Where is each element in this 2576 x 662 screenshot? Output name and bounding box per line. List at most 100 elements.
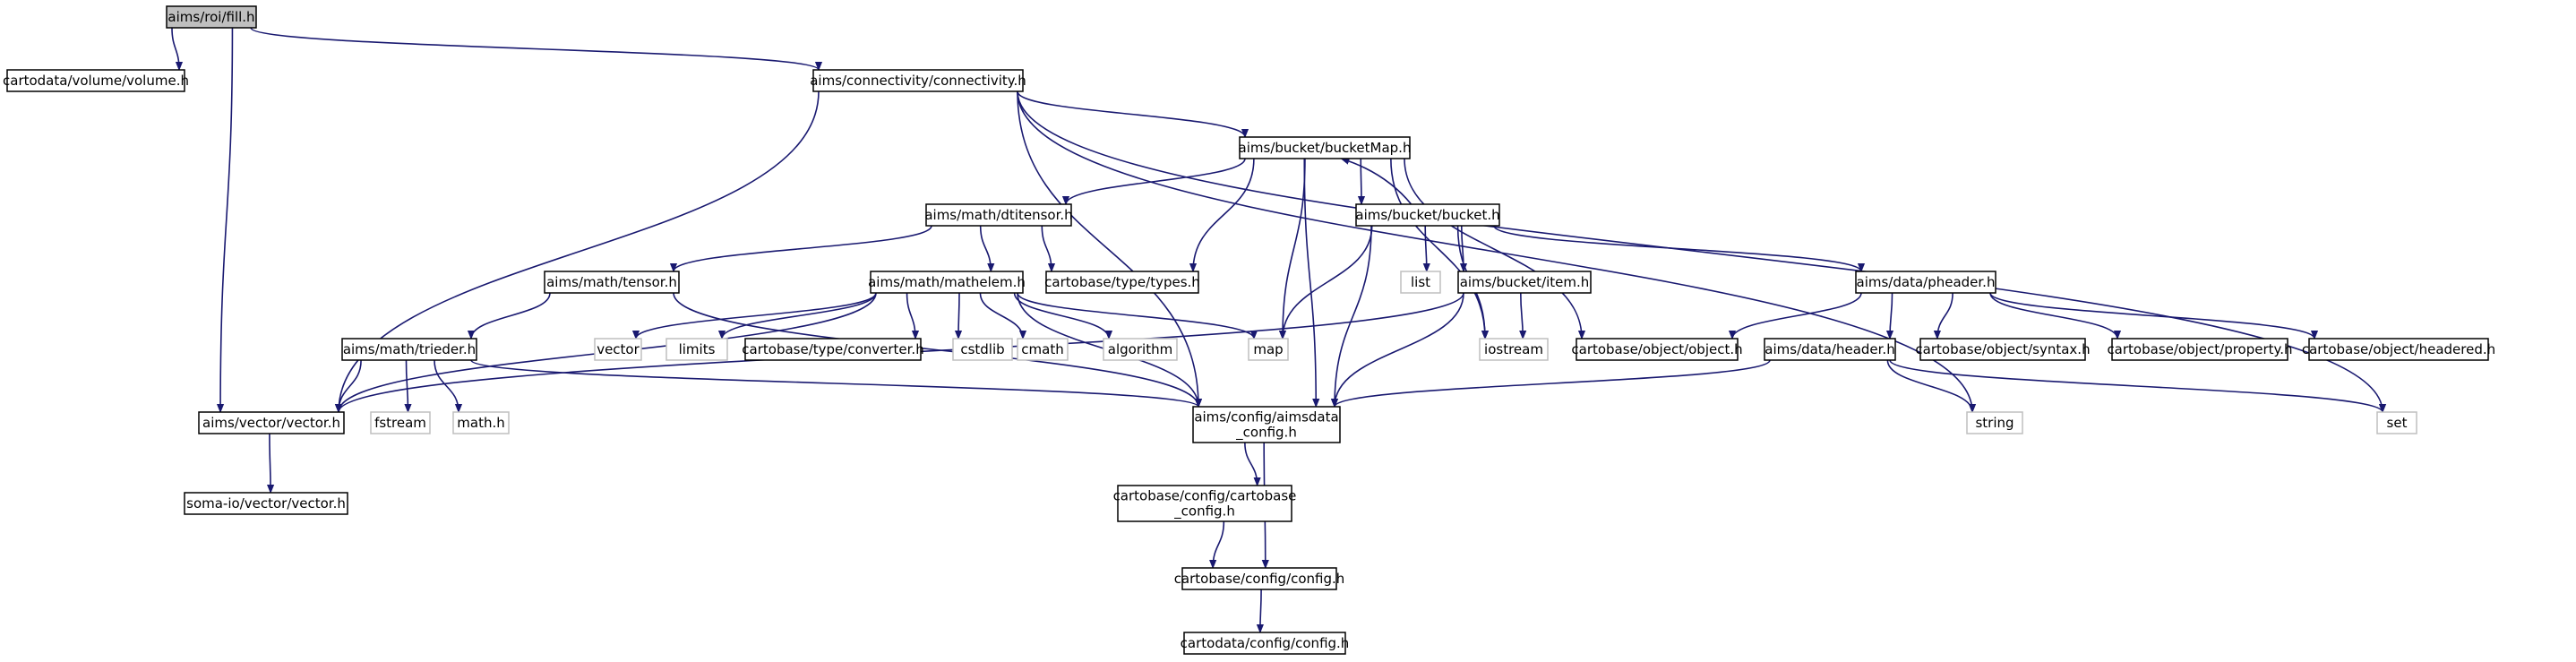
node-somavector-box (184, 492, 348, 515)
edge-header-to-aimsdata_config (1335, 359, 1771, 408)
node-cartodata_config-box (1183, 632, 1346, 655)
node-cstdlib: cstdlib (952, 338, 1013, 361)
node-mathh: math.h (452, 411, 510, 434)
node-pheader[interactable]: aims/data/pheader.h (1855, 271, 1996, 294)
node-config-label: cartobase/config/config.h (1174, 571, 1345, 587)
node-bucket-box (1355, 203, 1500, 227)
node-set-label: set (2387, 415, 2408, 431)
node-cartobase_config[interactable]: cartobase/config/cartobase_config.h (1113, 485, 1297, 522)
node-connectivity[interactable]: aims/connectivity/connectivity.h (810, 69, 1026, 92)
node-cmath-box (1017, 338, 1069, 361)
node-fill[interactable]: aims/roi/fill.h (166, 5, 257, 29)
edge-mathelem-to-vector (636, 292, 877, 340)
node-aimsdata_config-label: _config.h (1235, 425, 1297, 442)
edge-mathelem-to-limits (722, 292, 877, 340)
node-syntax-box (1919, 338, 2086, 361)
node-map-box (1248, 338, 1289, 361)
edge-bucket-to-list (1425, 225, 1427, 271)
edge-item-to-iostream (1521, 292, 1523, 339)
node-cartobase_config-box (1117, 485, 1292, 522)
node-converter[interactable]: cartobase/type/converter.h (742, 338, 924, 361)
edge-mathelem-to-cmath (979, 292, 1023, 340)
node-types[interactable]: cartobase/type/types.h (1044, 271, 1200, 294)
edge-bucketMap-to-dtitensor (1066, 158, 1246, 205)
node-cartobase_config-label: cartobase/config/cartobase (1113, 488, 1297, 504)
node-limits: limits (665, 338, 728, 361)
node-converter-label: cartobase/type/converter.h (742, 341, 923, 357)
node-set-box (2376, 411, 2417, 434)
node-map: map (1248, 338, 1289, 361)
node-cmath: cmath (1017, 338, 1069, 361)
edge-trieder-to-aimsdata_config (470, 359, 1198, 408)
node-types-label: cartobase/type/types.h (1044, 274, 1200, 290)
node-mathh-box (452, 411, 510, 434)
node-algorithm-box (1103, 338, 1178, 361)
node-bucketMap[interactable]: aims/bucket/bucketMap.h (1239, 136, 1412, 159)
node-object[interactable]: cartobase/object/object.h (1571, 338, 1743, 361)
node-headered[interactable]: cartobase/object/headered.h (2302, 338, 2495, 361)
node-bucketMap-label: aims/bucket/bucketMap.h (1239, 140, 1412, 156)
node-iostream-label: iostream (1484, 341, 1543, 357)
node-cmath-label: cmath (1021, 341, 1063, 357)
node-bucket[interactable]: aims/bucket/bucket.h (1355, 203, 1500, 227)
node-header[interactable]: aims/data/header.h (1764, 338, 1896, 361)
node-string-label: string (1975, 415, 2014, 431)
node-dtitensor-box (925, 203, 1072, 227)
edge-mathelem-to-converter (906, 292, 915, 339)
edge-bucket-to-aimsdata_config (1335, 225, 1372, 407)
edge-connectivity-to-vectorh (339, 90, 820, 412)
node-pheader-label: aims/data/pheader.h (1857, 274, 1996, 290)
node-trieder[interactable]: aims/math/trieder.h (341, 338, 477, 361)
node-cartobase_config-label: _config.h (1173, 503, 1235, 520)
edge-connectivity-to-aimsdata_config (1017, 90, 1198, 407)
edge-bucketMap-to-object (1404, 158, 1582, 339)
node-cartodata_config[interactable]: cartodata/config/config.h (1181, 632, 1350, 655)
node-header-label: aims/data/header.h (1765, 341, 1894, 357)
node-pheader-box (1855, 271, 1996, 294)
node-volume-label: cartodata/volume/volume.h (3, 73, 189, 89)
edge-bucketMap-to-iostream (1390, 158, 1485, 339)
node-limits-label: limits (679, 341, 716, 357)
node-fstream-label: fstream (374, 415, 426, 431)
node-aimsdata_config-box (1192, 406, 1341, 443)
edge-layer (171, 27, 2383, 632)
node-tensor[interactable]: aims/math/tensor.h (544, 271, 680, 294)
node-property-label: cartobase/object/property.h (2107, 341, 2292, 357)
node-algorithm-label: algorithm (1108, 341, 1172, 357)
node-config-box (1181, 567, 1337, 590)
node-vector: vector (594, 338, 642, 361)
node-property[interactable]: cartobase/object/property.h (2107, 338, 2293, 361)
edge-trieder-to-vectorh (339, 359, 362, 412)
edge-fill-to-vectorh (220, 27, 234, 412)
node-mathelem[interactable]: aims/math/mathelem.h (868, 271, 1026, 294)
edge-trieder-to-mathh (434, 359, 459, 412)
edge-fill-to-volume (171, 27, 179, 70)
edge-fill-to-connectivity (250, 27, 819, 71)
node-connectivity-box (812, 69, 1024, 92)
node-tensor-box (544, 271, 680, 294)
node-string-box (1966, 411, 2023, 434)
node-string: string (1966, 411, 2023, 434)
node-aimsdata_config[interactable]: aims/config/aimsdata_config.h (1192, 406, 1341, 443)
node-config[interactable]: cartobase/config/config.h (1174, 567, 1345, 590)
node-tensor-label: aims/math/tensor.h (546, 274, 677, 290)
edge-mathelem-to-cstdlib (958, 292, 959, 339)
edge-bucketMap-to-aimsdata_config (1303, 158, 1316, 407)
edge-bucketMap-to-map (1283, 158, 1306, 339)
edge-connectivity-to-string (1017, 90, 1972, 412)
node-header-box (1764, 338, 1896, 361)
node-syntax[interactable]: cartobase/object/syntax.h (1915, 338, 2091, 361)
node-dtitensor[interactable]: aims/math/dtitensor.h (924, 203, 1073, 227)
edge-dtitensor-to-types (1041, 225, 1052, 271)
edge-bucket-to-item (1462, 225, 1464, 271)
edge-tensor-to-trieder (471, 292, 551, 340)
node-volume[interactable]: cartodata/volume/volume.h (3, 69, 189, 92)
node-vectorh[interactable]: aims/vector/vector.h (198, 411, 345, 434)
node-somavector[interactable]: soma-io/vector/vector.h (184, 492, 348, 515)
edge-bucket-to-bucketMap (1341, 159, 1413, 205)
node-cstdlib-box (952, 338, 1013, 361)
node-dtitensor-label: aims/math/dtitensor.h (924, 207, 1072, 223)
node-item[interactable]: aims/bucket/item.h (1457, 271, 1592, 294)
node-item-box (1457, 271, 1592, 294)
